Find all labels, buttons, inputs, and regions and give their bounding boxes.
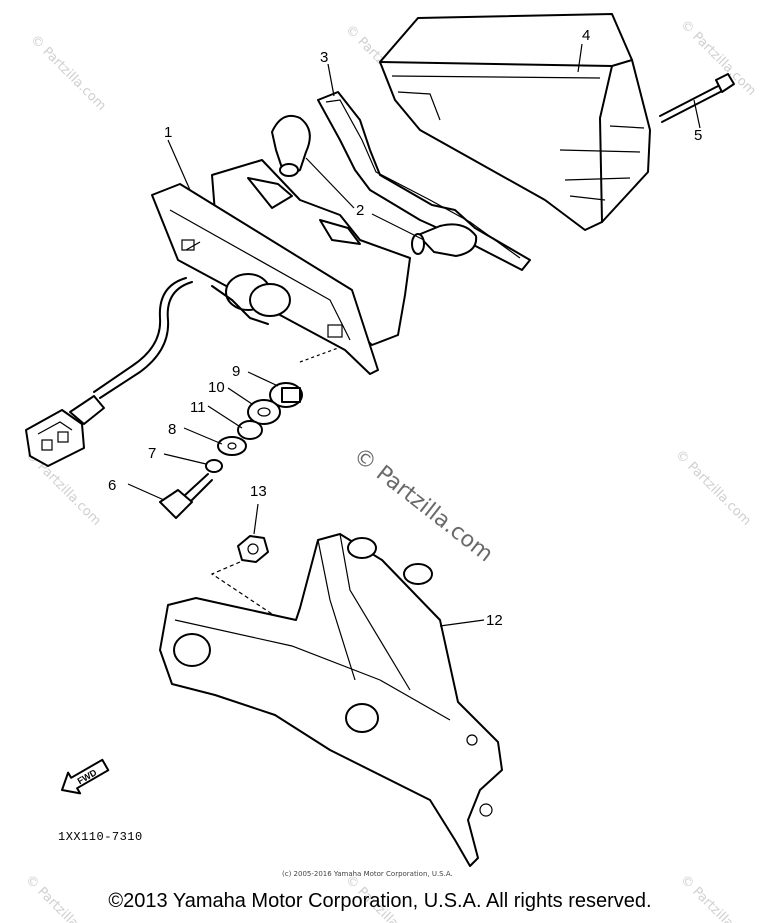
part-13-nut	[210, 535, 291, 627]
callout-12: 12	[486, 612, 503, 629]
watermark: © Partzilla.com	[672, 447, 754, 529]
diagram-code: 1XX110-7310	[58, 830, 143, 844]
callout-6: 6	[108, 477, 116, 494]
callout-7: 7	[148, 445, 156, 462]
part-1-base-bracket	[25, 159, 411, 467]
callout-9: 9	[232, 363, 240, 380]
part-3-gasket	[317, 91, 531, 271]
part-5-bolt	[659, 73, 735, 123]
callout-5: 5	[694, 127, 702, 144]
callout-labels: 1 2 3 4 5 6 7 8 9 10 11 12 13	[108, 27, 702, 629]
fwd-arrow-icon: FWD	[61, 758, 110, 795]
callout-11: 11	[190, 399, 206, 416]
callout-1: 1	[164, 124, 172, 141]
callout-2: 2	[356, 202, 364, 219]
parts-grommet-stack	[205, 347, 339, 473]
callout-leaders	[127, 43, 701, 627]
callout-10: 10	[208, 379, 225, 396]
part-2-bulbs	[271, 114, 478, 257]
watermark: © Partzilla.com	[27, 32, 109, 114]
callout-13: 13	[250, 483, 267, 500]
small-credit: (c) 2005-2016 Yamaha Motor Corporation, …	[282, 870, 453, 878]
callout-8: 8	[168, 421, 176, 438]
part-4-lens-housing	[379, 13, 651, 231]
part-6-screw	[159, 473, 213, 519]
copyright-notice: ©2013 Yamaha Motor Corporation, U.S.A. A…	[108, 890, 652, 912]
part-12-bracket	[159, 533, 503, 867]
callout-3: 3	[320, 49, 328, 66]
callout-4: 4	[582, 27, 590, 44]
